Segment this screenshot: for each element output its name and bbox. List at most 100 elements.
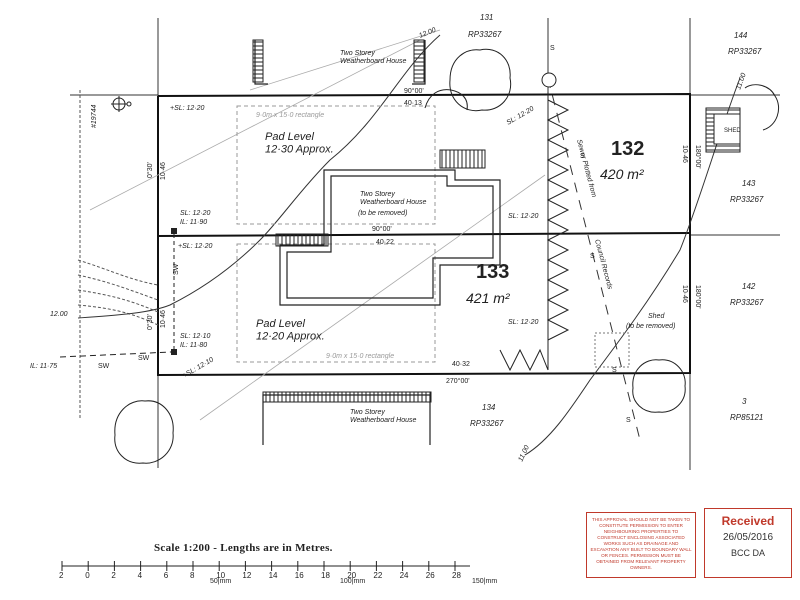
mid-length: 40·22 (376, 239, 394, 246)
lot131-plan: RP33267 (468, 30, 502, 39)
scale-bar (61, 562, 470, 570)
embankment (499, 92, 570, 372)
right-lower-bearing: 180°00' (694, 285, 702, 309)
top-bearing: 90°00' (404, 87, 424, 95)
contour-lines (77, 34, 741, 456)
right-lower-length: 10·46 (681, 285, 688, 303)
mid-bearing: 90°00' (372, 225, 392, 233)
lot132-number: 132 (611, 138, 644, 160)
level-sl5: +SL: 12·10 (182, 356, 215, 379)
scale-tick-label: 20 (347, 571, 356, 580)
lot132-area: 420 m² (600, 166, 645, 182)
survey-mark-icon (111, 96, 132, 112)
lot-numbers: 132 420 m² 133 421 m² (466, 138, 645, 306)
sewer-s-2: S (580, 153, 585, 160)
scale-tick-label: 18 (321, 571, 330, 580)
pad132-rect: 9·0m x 15·0 rectangle (256, 112, 324, 119)
right-upper-bearing: 180°00' (694, 145, 702, 169)
scale-tick-label: 2 (59, 571, 64, 580)
lot144-number: 144 (734, 31, 748, 40)
bot-length: 40·32 (452, 361, 470, 368)
scale-title: Scale 1:200 - Lengths are in Metres. (154, 542, 333, 554)
dimension-labels: 90°00' 40·13 90°00' 40·22 40·32 270°00' … (146, 87, 702, 385)
scale-tick-label: 28 (452, 571, 461, 580)
sewer-s-1: S (550, 45, 555, 52)
contour-1200-top: 12.00 (418, 27, 437, 40)
scale-150mm: 150|mm (472, 578, 497, 585)
lot131-number: 131 (480, 13, 493, 22)
level-il-left: IL: 11·75 (30, 363, 57, 370)
level-sl1: +SL: 12·20 (170, 105, 205, 112)
top-length: 40·13 (404, 100, 422, 107)
lot143-plan: RP33267 (730, 195, 764, 204)
level-sl2: +SL: 12·20 (178, 243, 213, 250)
scale-tick-label: 12 (242, 571, 251, 580)
level-sl3b: IL: 11·90 (180, 219, 207, 226)
top-house-hatch-r (413, 39, 425, 83)
sewer-line (547, 77, 641, 441)
trees (114, 48, 779, 464)
shed-top-inner (713, 113, 741, 145)
scale-tick-label: 10 (216, 571, 225, 580)
scale-tick-label: 8 (190, 571, 195, 580)
level-labels: +SL: 12·20 +SL: 12·20 SL: 12·20 IL: 11·9… (30, 27, 748, 463)
shed-lot133 (594, 332, 630, 368)
bottom-house-hatch (262, 391, 432, 403)
received-stamp: Received 26/05/2016 BCC DA (704, 508, 792, 578)
scale-tick-label: 6 (164, 571, 169, 580)
lot-boundaries (157, 92, 691, 377)
station-a (171, 228, 177, 234)
lot144-plan: RP33267 (728, 47, 762, 56)
contour-1200-left: 12.00 (50, 311, 68, 318)
lot143-number: 143 (742, 179, 756, 188)
left-lower-length: 10·46 (160, 310, 167, 328)
level-sl8: SL: 12·20 (508, 319, 538, 326)
top-house-hatch-l (252, 39, 264, 83)
sewer-manhole (541, 72, 557, 88)
sw-1: SW (98, 363, 110, 370)
shed-lot133-note: (to be removed) (626, 323, 675, 330)
sewer-label-2: Council Records (593, 239, 613, 291)
contour-1100-bottom: 11.00 (517, 444, 531, 462)
sewer-s-5: S (626, 417, 631, 424)
lot133-number: 133 (476, 261, 509, 283)
lot142-plan: RP33267 (730, 298, 764, 307)
left-upper-length: 10·46 (160, 162, 167, 180)
lot134-number: 134 (482, 403, 496, 412)
scale-tick-label: 26 (426, 571, 435, 580)
lot3-plan: RP85121 (730, 413, 763, 422)
scale-tick-label: 24 (400, 571, 409, 580)
scale-tick-label: 14 (269, 571, 278, 580)
received-org: BCC DA (730, 548, 765, 558)
bot-bearing: 270°00' (446, 377, 470, 385)
sewer-label-1: Sewer Plotted from (575, 139, 597, 198)
pad133-rect: 9·0m x 15·0 rectangle (326, 353, 394, 360)
left-lower-bearing: 0°30' (146, 314, 154, 330)
scale-tick-label: 16 (295, 571, 304, 580)
left-drain-lines (77, 90, 159, 420)
scale-mm-labels: 50|mm 100|mm 150|mm (210, 578, 497, 585)
received-date: 26/05/2016 (722, 532, 774, 543)
scale-50mm: 50|mm (210, 578, 231, 585)
sw-2: SW (138, 355, 150, 362)
sw-line-left (59, 351, 172, 358)
sw-3: SW (173, 263, 180, 275)
level-sl3: SL: 12·20 (180, 210, 210, 217)
existing-house-hatch-a (439, 149, 486, 169)
approval-stamp: THIS APPROVAL SHOULD NOT BE TAKEN TO CON… (586, 512, 696, 578)
scale-100mm: 100|mm (340, 578, 365, 585)
received-title: Received (721, 514, 775, 528)
right-upper-length: 10·46 (681, 145, 688, 163)
level-sl6: SL: 12·20 (506, 105, 536, 126)
existing-house-note: (to be removed) (358, 210, 407, 217)
lot3-number: 3 (742, 397, 747, 406)
lot142-number: 142 (742, 282, 756, 291)
scale-tick-label: 22 (373, 571, 382, 580)
shed-lot133-label: Shed (648, 313, 665, 320)
scale-tick-label: 0 (85, 571, 90, 580)
level-sl4: SL: 12·10 (180, 333, 210, 340)
